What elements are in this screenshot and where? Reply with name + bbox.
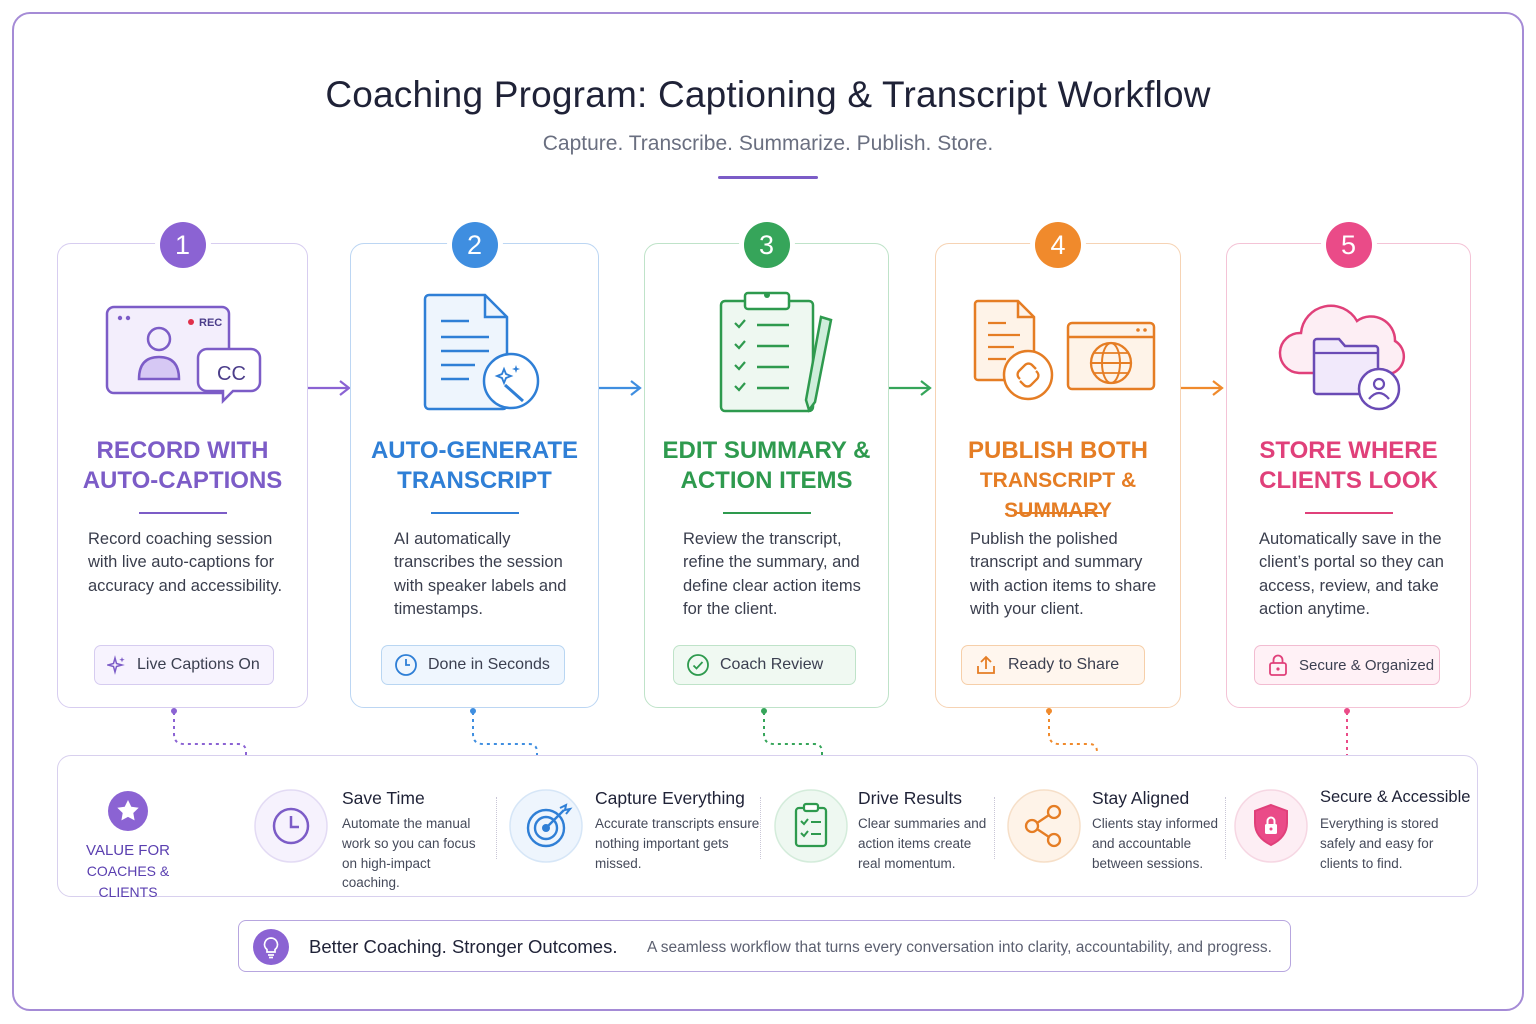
step-description: AI automatically transcribes the session… [394,530,567,618]
clipboard-icon [774,789,848,863]
step-description: Record coaching session with live auto-c… [88,530,283,595]
banner-description: A seamless workflow that turns every con… [647,939,1272,956]
banner-title: Better Coaching. Stronger Outcomes. [309,936,618,957]
step-title-rule [722,512,811,514]
step-number-badge: 4 [1035,222,1081,268]
sparkle-icon [107,655,125,675]
flow-arrow-1-2 [308,380,351,396]
status-badge-done: Done in Seconds [381,645,565,685]
status-badge-ready-to-share: Ready to Share [961,645,1145,685]
clock-icon [254,789,328,863]
share-upload-icon [977,655,995,674]
step-number-badge: 2 [451,222,498,268]
flow-arrow-3-4 [889,380,932,396]
step-description: Automatically save in the client’s porta… [1259,530,1444,618]
cloud-folder-illustration [1227,289,1470,419]
step-description: Review the transcript, refine the summar… [683,530,861,618]
publish-web-illustration [936,289,1180,419]
check-circle-icon [687,654,709,676]
step-number-badge: 1 [159,222,206,268]
benefit-separator [760,797,761,859]
step-title-rule [138,512,227,514]
page-subtitle: Capture. Transcribe. Summarize. Publish.… [542,132,994,155]
status-badge-coach-review: Coach Review [673,645,856,685]
rec-label: REC [199,317,222,329]
footer-banner: Better Coaching. Stronger Outcomes. A se… [238,920,1291,972]
step-title-rule [1014,512,1102,514]
benefit-separator [496,797,497,859]
page-title: Coaching Program: Captioning & Transcrip… [325,74,1211,115]
video-captions-illustration: REC CC [58,289,307,419]
share-icon [1007,789,1081,863]
step-title-rule [430,512,519,514]
dotted-connectors [171,708,1350,764]
step-number-badge: 5 [1325,222,1372,268]
step-description: Publish the polished transcript and summ… [970,530,1157,618]
title-divider [718,176,818,179]
shield-lock-icon [1234,789,1308,863]
flow-arrow-4-5 [1181,380,1224,396]
lightbulb-icon [253,929,289,965]
lock-icon [1269,654,1287,676]
status-badge-secure: Secure & Organized [1254,645,1440,685]
cc-label: CC [217,363,246,385]
step-title-rule [1304,512,1393,514]
flow-arrow-2-3 [599,380,642,396]
document-ai-illustration [351,289,598,419]
step-number-badge: 3 [743,222,790,268]
target-icon [509,789,583,863]
clock-icon [395,654,417,676]
star-icon [108,791,148,831]
status-badge-live-captions: Live Captions On [94,645,274,685]
benefit-separator [994,797,995,859]
benefit-separator [1225,797,1226,859]
clipboard-pen-illustration [645,289,888,419]
step-title: EDIT SUMMARY &ACTION ITEMS [662,437,871,494]
step-card-edit: 3 EDIT SUMMARY &ACTION ITEMS Review the … [644,222,889,708]
